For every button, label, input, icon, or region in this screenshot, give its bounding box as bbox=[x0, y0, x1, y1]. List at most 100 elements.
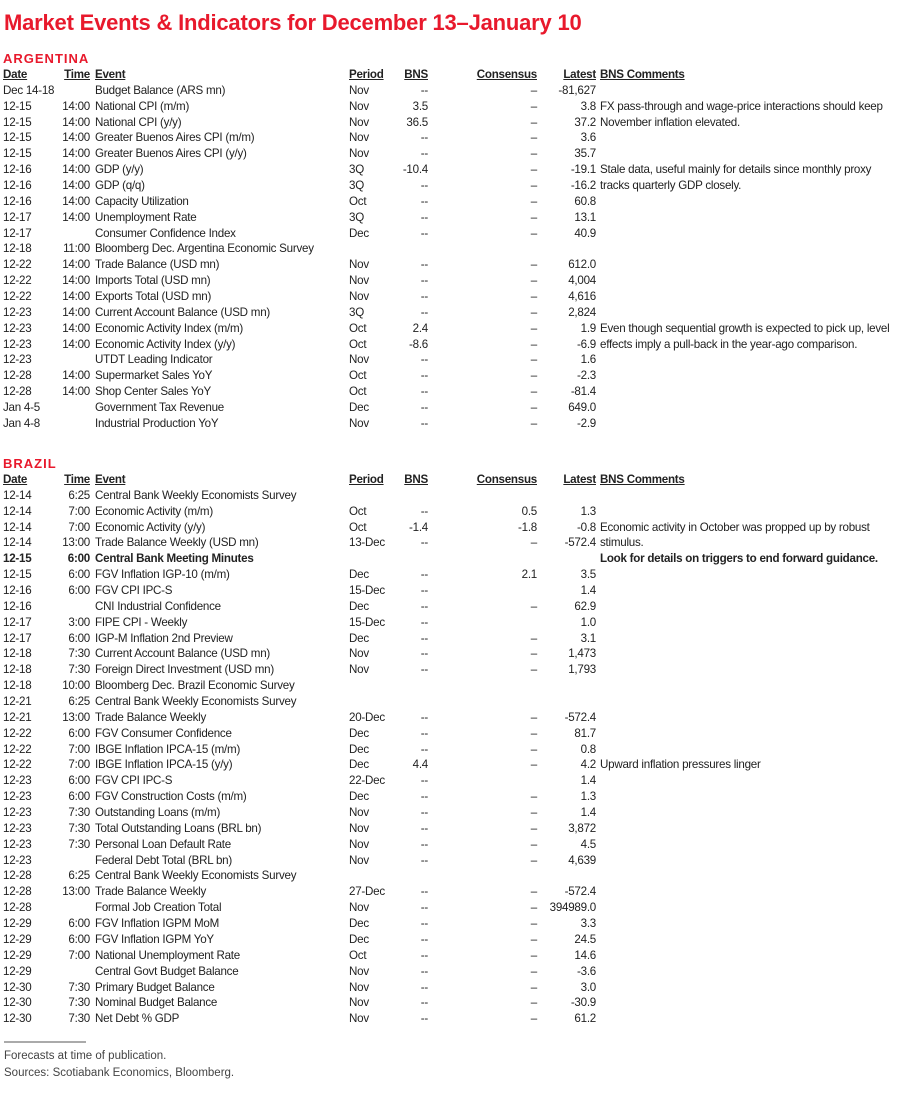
cell-time: 13:00 bbox=[62, 885, 90, 899]
cell-bns: -- bbox=[420, 948, 428, 962]
cell-bns: -- bbox=[420, 147, 428, 161]
cell-comment: Upward inflation pressures linger bbox=[600, 758, 761, 772]
cell-consensus: – bbox=[530, 337, 537, 351]
footer-divider bbox=[4, 1041, 86, 1043]
cell-period: Dec bbox=[349, 568, 369, 582]
cell-period: Nov bbox=[349, 416, 369, 430]
cell-period: Nov bbox=[349, 147, 369, 161]
column-header-period: Period bbox=[349, 68, 384, 81]
cell-time: 14:00 bbox=[62, 179, 90, 193]
cell-latest: 4.5 bbox=[580, 837, 597, 851]
cell-latest: 37.2 bbox=[574, 115, 596, 129]
cell-period: Oct bbox=[349, 369, 367, 383]
cell-latest: 4.2 bbox=[580, 758, 597, 772]
cell-date: 12-16 bbox=[3, 584, 32, 598]
cell-event: Industrial Production YoY bbox=[95, 416, 219, 430]
cell-consensus: – bbox=[530, 258, 537, 272]
cell-bns: -- bbox=[420, 885, 428, 899]
cell-period: Oct bbox=[349, 520, 367, 534]
cell-time: 14:00 bbox=[62, 115, 90, 129]
cell-consensus: – bbox=[530, 147, 537, 161]
cell-period: Nov bbox=[349, 821, 369, 835]
cell-bns: -- bbox=[420, 504, 428, 518]
cell-bns: -- bbox=[420, 710, 428, 724]
cell-time: 6:00 bbox=[67, 552, 90, 566]
cell-latest: 4,639 bbox=[568, 853, 596, 867]
cell-consensus: 2.1 bbox=[521, 568, 538, 582]
cell-latest: 1.4 bbox=[580, 774, 597, 788]
cell-event: GDP (q/q) bbox=[95, 179, 145, 193]
cell-period: Nov bbox=[349, 115, 369, 129]
cell-bns: -- bbox=[420, 742, 428, 756]
cell-comment: Even though sequential growth is expecte… bbox=[600, 321, 890, 335]
cell-bns: 3.5 bbox=[412, 99, 429, 113]
cell-period: Oct bbox=[349, 504, 367, 518]
cell-latest: -572.4 bbox=[564, 885, 597, 899]
cell-latest: 2,824 bbox=[568, 305, 596, 319]
cell-time: 14:00 bbox=[62, 305, 90, 319]
cell-bns: -8.6 bbox=[409, 337, 428, 351]
cell-latest: 3.0 bbox=[580, 980, 597, 994]
cell-bns: -- bbox=[420, 980, 428, 994]
cell-date: 12-23 bbox=[3, 790, 32, 804]
cell-date: 12-28 bbox=[3, 901, 32, 915]
cell-date: 12-28 bbox=[3, 385, 32, 399]
column-header-date: Date bbox=[3, 68, 28, 81]
cell-event: FGV Inflation IGPM YoY bbox=[95, 932, 214, 946]
cell-consensus: – bbox=[530, 853, 537, 867]
cell-date: 12-16 bbox=[3, 163, 32, 177]
cell-consensus: – bbox=[530, 536, 537, 550]
cell-period: Nov bbox=[349, 290, 369, 304]
cell-date: 12-23 bbox=[3, 321, 32, 335]
cell-period: Dec bbox=[349, 932, 369, 946]
cell-event: Economic Activity (y/y) bbox=[95, 520, 206, 534]
cell-latest: 1,473 bbox=[568, 647, 596, 661]
cell-consensus: – bbox=[530, 179, 537, 193]
cell-date: 12-28 bbox=[3, 885, 32, 899]
column-header-time: Time bbox=[64, 473, 90, 486]
cell-latest: 40.9 bbox=[574, 226, 596, 240]
cell-date: 12-16 bbox=[3, 194, 32, 208]
cell-time: 6:00 bbox=[68, 631, 90, 645]
cell-time: 14:00 bbox=[62, 337, 90, 351]
cell-latest: 649.0 bbox=[568, 401, 596, 415]
cell-date: 12-15 bbox=[3, 552, 32, 566]
cell-event: Trade Balance Weekly (USD mn) bbox=[95, 536, 259, 550]
column-header-comments: BNS Comments bbox=[600, 473, 685, 486]
footer-note: Forecasts at time of publication. bbox=[4, 1050, 167, 1062]
column-header-comments: BNS Comments bbox=[600, 68, 685, 81]
cell-time: 6:00 bbox=[68, 584, 90, 598]
cell-period: Oct bbox=[349, 948, 367, 962]
cell-date: 12-22 bbox=[3, 258, 32, 272]
cell-event: Formal Job Creation Total bbox=[95, 901, 222, 915]
cell-consensus: – bbox=[530, 806, 537, 820]
cell-event: Greater Buenos Aires CPI (m/m) bbox=[95, 131, 255, 145]
cell-bns: -- bbox=[420, 369, 428, 383]
cell-period: Nov bbox=[349, 964, 369, 978]
cell-event: Central Bank Weekly Economists Survey bbox=[95, 695, 297, 709]
cell-consensus: – bbox=[530, 932, 537, 946]
cell-consensus: – bbox=[530, 917, 537, 931]
column-header-bns: BNS bbox=[404, 473, 428, 486]
footer-sources: Sources: Scotiabank Economics, Bloomberg… bbox=[4, 1067, 235, 1079]
cell-bns: -10.4 bbox=[402, 163, 428, 177]
cell-event: Personal Loan Default Rate bbox=[95, 837, 231, 851]
cell-consensus: – bbox=[530, 710, 537, 724]
cell-period: Dec bbox=[349, 226, 369, 240]
cell-latest: 1,793 bbox=[568, 663, 596, 677]
cell-latest: 24.5 bbox=[574, 932, 596, 946]
cell-bns: -- bbox=[420, 416, 428, 430]
cell-period: Oct bbox=[349, 385, 367, 399]
cell-event: Central Govt Budget Balance bbox=[95, 964, 239, 978]
cell-event: Nominal Budget Balance bbox=[95, 996, 218, 1010]
cell-period: 15-Dec bbox=[349, 615, 385, 629]
